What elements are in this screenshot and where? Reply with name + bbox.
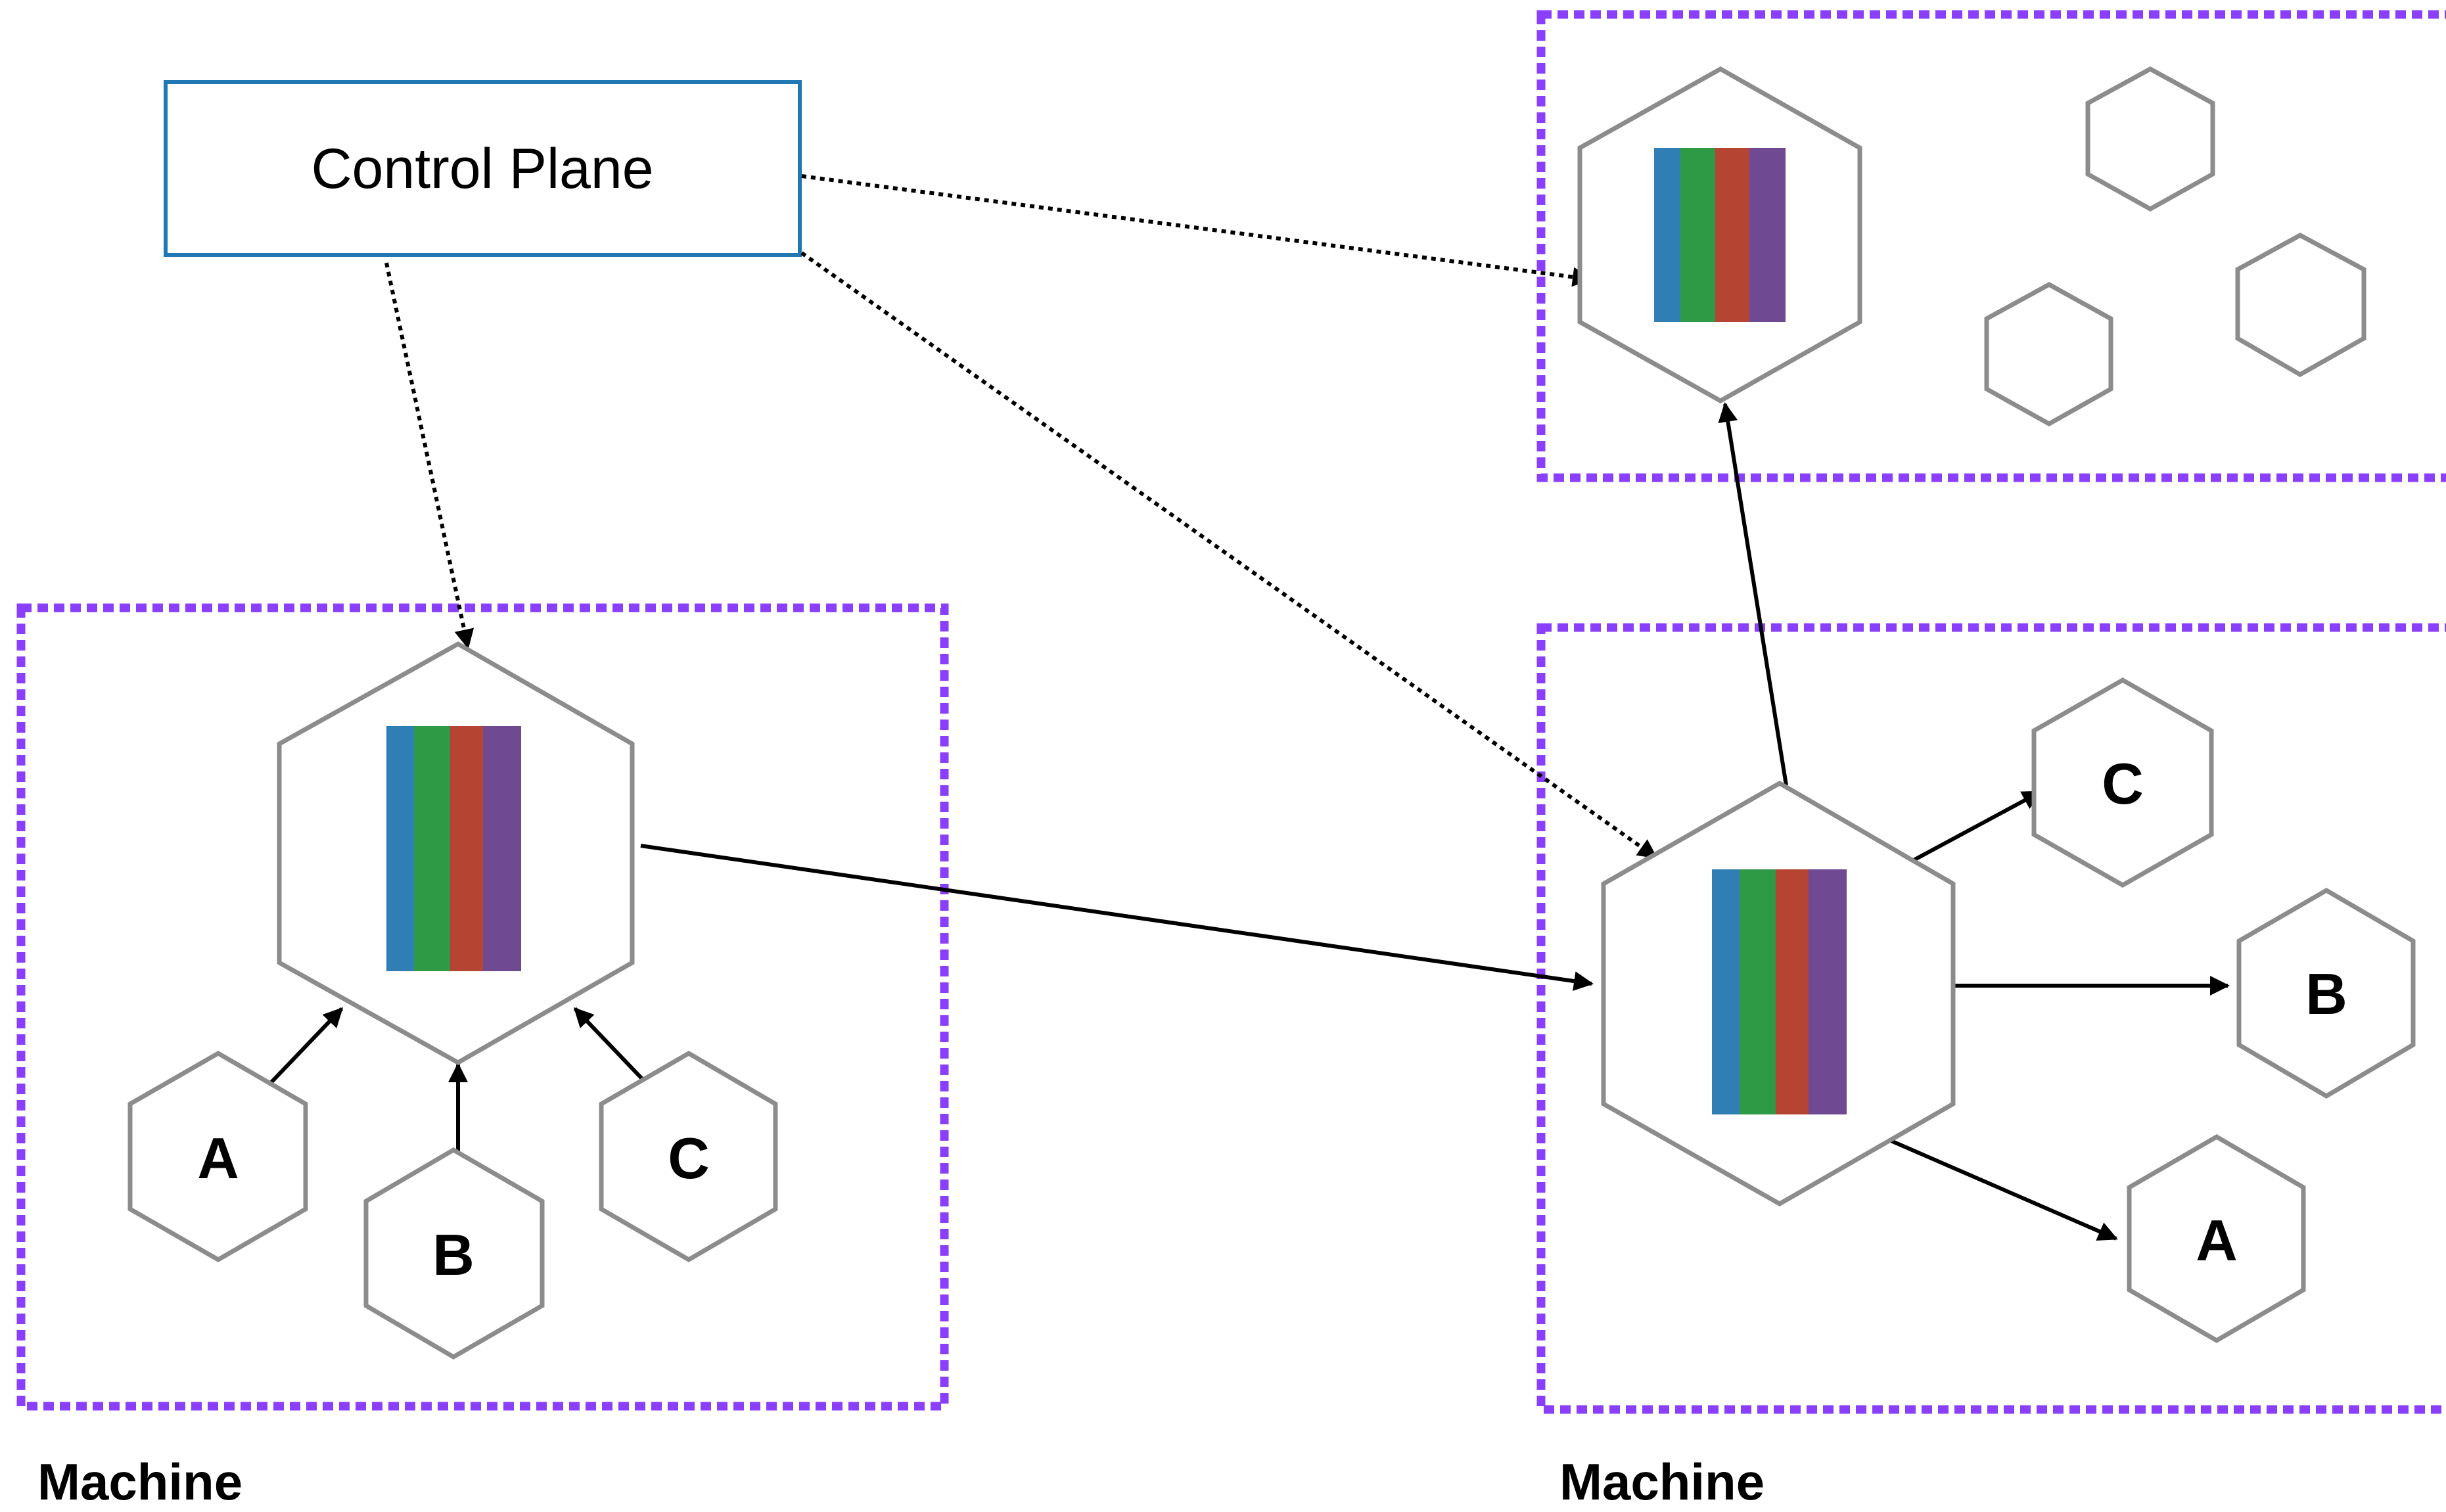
flow-right-proxy-to-a — [1888, 1138, 2118, 1241]
control-link-to-top-right-proxy — [801, 174, 1592, 287]
flow-right-proxy-to-c — [1911, 790, 2042, 863]
machine-label-right: Machine — [1559, 1453, 1765, 1509]
proxy-hexagon-top-right — [1577, 66, 1862, 404]
control-link-to-left-proxy — [384, 262, 474, 649]
hexagon-icon — [2236, 887, 2416, 1099]
service-label: B — [2305, 961, 2347, 1026]
hexagon-icon — [599, 1050, 778, 1263]
service-node-c-left: C — [599, 1050, 778, 1263]
service-label: C — [668, 1126, 710, 1191]
service-label: A — [2196, 1208, 2238, 1273]
flow-c-to-left-proxy — [573, 1007, 649, 1086]
control-link-to-right-proxy — [800, 251, 1658, 859]
control-plane-label: Control Plane — [311, 137, 653, 200]
machine-boundary-top-right — [1536, 10, 2446, 482]
proxy-stripes-icon — [1654, 148, 1786, 322]
service-label: C — [2102, 751, 2144, 816]
service-node-b-right: B — [2236, 887, 2416, 1099]
hexagon-icon — [2031, 677, 2214, 888]
proxy-hexagon-right — [1601, 780, 1956, 1207]
control-plane-box — [164, 80, 802, 257]
hexagon-icon — [127, 1050, 308, 1263]
proxy-hexagon-left — [277, 641, 635, 1066]
service-node-a-right: A — [2127, 1134, 2306, 1344]
flow-a-to-left-proxy — [267, 1007, 344, 1086]
service-node-a-left: A — [127, 1050, 308, 1263]
empty-hexagon-icon — [1984, 282, 2113, 427]
machine-label-left: Machine — [37, 1453, 242, 1509]
flow-left-proxy-to-right-proxy — [640, 844, 1594, 991]
empty-hexagon-icon — [2235, 233, 2366, 378]
hexagon-icon — [2127, 1134, 2306, 1344]
service-label: B — [432, 1222, 474, 1287]
flow-right-proxy-to-top-proxy — [1718, 402, 1788, 786]
machine-boundary-right — [1536, 623, 2446, 1414]
service-node-c-right: C — [2031, 677, 2214, 888]
proxy-stripes-icon — [386, 726, 521, 971]
service-label: A — [197, 1126, 239, 1191]
machine-boundary-left — [16, 603, 949, 1411]
service-node-b-left: B — [363, 1147, 545, 1360]
proxy-stripes-icon — [1712, 869, 1847, 1114]
hexagon-icon — [363, 1147, 545, 1360]
empty-hexagon-icon — [2085, 66, 2215, 212]
control-plane: Control Plane — [164, 80, 802, 257]
